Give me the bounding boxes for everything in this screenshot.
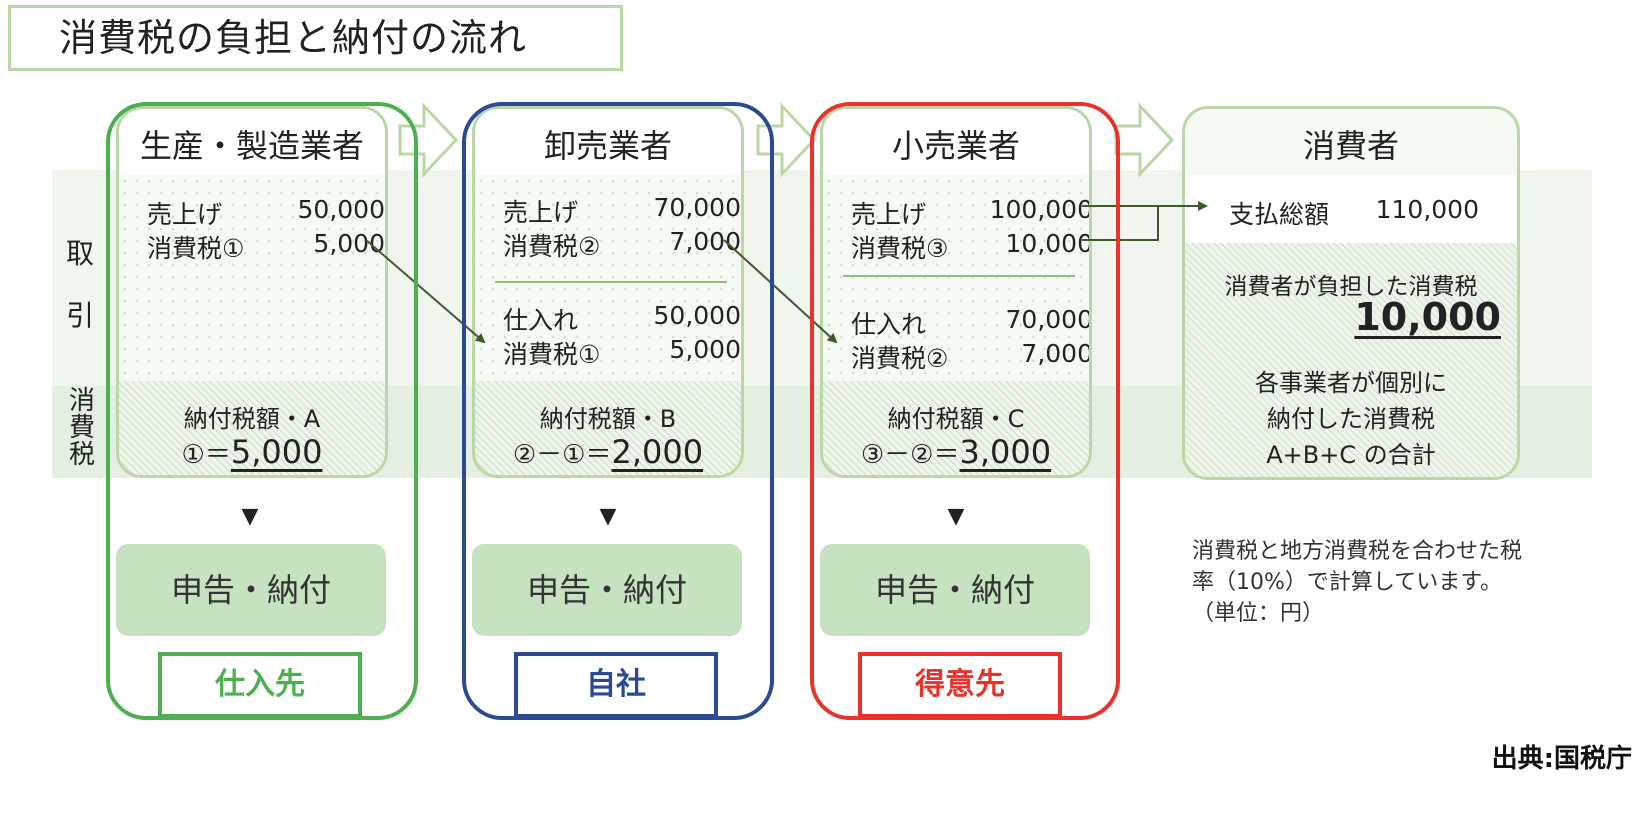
row-label-transaction-bottom: 引 [66,299,95,332]
purchase-label: 仕入れ [851,310,927,339]
purchase-tax-amount: 5,000 [669,335,741,364]
connector-tax3 [1082,206,1159,241]
outline-customer [810,102,1120,720]
sum-line-2: 納付した消費税 [1267,405,1435,433]
paid-line: 支払総額 110,000 [1229,195,1479,231]
sum-line-3: A+B+C の合計 [1266,441,1436,469]
tax-label: 消費税② [503,232,601,261]
flow-chevron-2 [756,102,817,178]
stage-name: 小売業者 [891,127,1020,165]
due-value-line: ①＝5,000 [119,433,385,471]
connector-tax2 [723,239,838,344]
paid-amount: 110,000 [1375,195,1479,224]
separator [843,275,1075,277]
due-formula: ③－②＝ [860,440,960,470]
down-marker-icon: ▼ [241,504,259,529]
due-formula: ②－①＝ [512,440,612,470]
purchase-amount: 50,000 [653,301,741,330]
tax-amount: 5,000 [313,229,385,258]
tax-line: 消費税① 5,000 [147,229,385,265]
purchase-line: 仕入れ 70,000 [851,305,1089,341]
paid-label: 支払総額 [1229,200,1330,229]
calculation-note: 消費税と地方消費税を合わせた税率（10%）で計算しています。（単位：円） [1192,539,1523,626]
tax-amount: 10,000 [1005,229,1092,258]
flow-chevron-1 [398,102,459,178]
purchase-tax-label: 消費税① [503,340,601,369]
action-box-retailer: 申告・納付 [820,544,1090,636]
flow-chevron-3 [1114,102,1175,178]
consumer-name: 消費者 [1302,127,1399,165]
consumer-card: 消費者 支払総額 110,000 消費者が負担した消費税 10,000 各事業者が… [1182,106,1520,480]
purchase-tax-line: 消費税① 5,000 [503,335,741,371]
down-marker-icon: ▼ [599,504,617,529]
burden-amount: 10,000 [1354,295,1501,339]
role-label-customer: 得意先 [858,652,1062,718]
tax-line: 消費税② 7,000 [503,227,741,263]
role-label-company: 自社 [514,652,718,718]
stage-name: 卸売業者 [543,127,672,165]
sales-amount: 70,000 [653,193,741,222]
sales-label: 売上げ [851,200,927,229]
sales-line: 売上げ 100,000 [851,195,1089,231]
tax-label: 消費税① [147,234,245,263]
outline-company [462,102,774,720]
sales-line: 売上げ 50,000 [147,195,385,231]
due-value-line: ②－①＝2,000 [475,433,741,471]
outline-supplier [106,102,418,720]
sales-amount: 50,000 [297,195,385,224]
tax-line: 消費税③ 10,000 [851,229,1089,265]
tax-label: 消費税③ [851,234,949,263]
sales-amount: 100,000 [989,195,1092,224]
purchase-label: 仕入れ [503,306,579,335]
due-label: 納付税額・C [887,405,1025,433]
down-marker-icon: ▼ [947,504,965,529]
stage-name: 生産・製造業者 [139,127,364,165]
sum-line-1: 各事業者が個別に [1255,369,1447,397]
stage-card-wholesaler: 卸売業者 売上げ 70,000 消費税② 7,000 仕入れ 50,000 消費税① 5… [472,106,744,478]
stage-card-retailer: 小売業者 売上げ 100,000 消費税③ 10,000 仕入れ 70,000 消費税… [820,106,1092,478]
burden-label: 消費者が負担した消費税 [1224,274,1478,300]
sales-label: 売上げ [147,200,223,229]
purchase-tax-label: 消費税② [851,344,949,373]
sales-line: 売上げ 70,000 [503,193,741,229]
purchase-tax-line: 消費税② 7,000 [851,339,1089,375]
due-amount: 2,000 [611,433,704,471]
due-label: 納付税額・A [183,405,321,433]
row-label-transaction-top: 取 [66,237,95,270]
separator [495,281,727,283]
role-label-supplier: 仕入先 [158,652,362,718]
purchase-amount: 70,000 [1005,305,1092,334]
action-box-producer: 申告・納付 [116,544,386,636]
source-credit: 出典:国税庁 [1491,744,1632,774]
due-amount: 5,000 [230,433,323,471]
due-value-line: ③－②＝3,000 [823,433,1089,471]
diagram-title: 消費税の負担と納付の流れ [8,5,623,71]
purchase-line: 仕入れ 50,000 [503,301,741,337]
due-label: 納付税額・B [539,405,677,433]
action-box-wholesaler: 申告・納付 [472,544,742,636]
tax-amount: 7,000 [669,227,741,256]
due-formula: ①＝ [181,440,231,470]
row-label-tax: 消費税 [68,386,95,470]
purchase-tax-amount: 7,000 [1021,339,1092,368]
sales-label: 売上げ [503,198,579,227]
due-amount: 3,000 [959,433,1052,471]
